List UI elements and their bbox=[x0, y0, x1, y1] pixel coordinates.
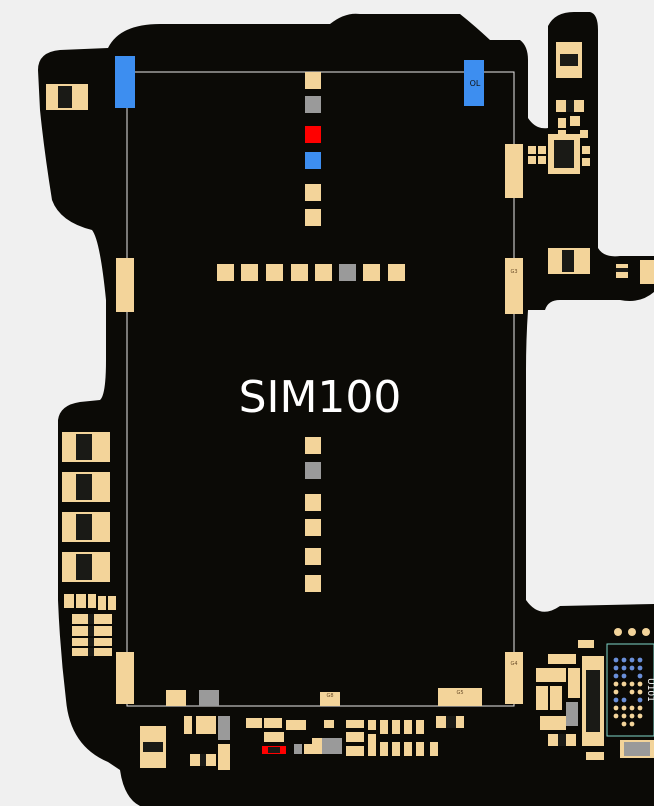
left-cap-stack bbox=[62, 432, 110, 582]
pad-top-1 bbox=[305, 72, 321, 89]
pad-g2-right-top bbox=[505, 144, 523, 198]
pad-bottom-edge-2 bbox=[199, 690, 219, 706]
pad-top-2 bbox=[305, 96, 321, 113]
pad-left-bottom bbox=[116, 652, 134, 704]
pad-bottom-6 bbox=[305, 575, 321, 592]
pad-row-3 bbox=[266, 264, 283, 281]
pad-blue-top-right bbox=[464, 60, 484, 106]
pad-g1-left bbox=[116, 258, 134, 312]
pad-row-2 bbox=[241, 264, 258, 281]
pad-row-7 bbox=[363, 264, 380, 281]
pad-blue-top-left bbox=[115, 56, 135, 108]
bottom-left-components bbox=[140, 716, 342, 770]
sim100-designator: SIM100 bbox=[239, 372, 402, 423]
cap-left-top-body bbox=[58, 86, 72, 108]
pcb-board bbox=[38, 12, 654, 806]
bottom-middle-passives bbox=[324, 716, 464, 756]
pad-label-g4: G4 bbox=[510, 661, 517, 667]
pad-top-5 bbox=[305, 184, 321, 201]
pad-top-red bbox=[305, 126, 321, 143]
pad-g8 bbox=[320, 692, 340, 706]
pad-label-g5: G5 bbox=[456, 690, 463, 696]
pad-g5 bbox=[438, 688, 482, 706]
pad-row-1 bbox=[217, 264, 234, 281]
pad-g4-right-bottom bbox=[505, 652, 523, 704]
pad-bottom-5 bbox=[305, 548, 321, 565]
pad-bottom-2 bbox=[305, 462, 321, 479]
pad-blue-label-ol: OL bbox=[470, 79, 481, 88]
pad-row-8 bbox=[388, 264, 405, 281]
pad-label-g8: G8 bbox=[326, 693, 333, 699]
bga-label-u101: U101 bbox=[645, 678, 654, 702]
pad-row-6 bbox=[339, 264, 356, 281]
pad-row-5 bbox=[315, 264, 332, 281]
left-small-passives bbox=[64, 594, 116, 656]
pad-bottom-edge-1 bbox=[166, 690, 186, 706]
top-right-components bbox=[528, 42, 654, 284]
pad-top-blue bbox=[305, 152, 321, 169]
bga-u101: U101 bbox=[606, 643, 654, 737]
pad-bottom-3 bbox=[305, 494, 321, 511]
pad-bottom-1 bbox=[305, 437, 321, 454]
pad-bottom-4 bbox=[305, 519, 321, 536]
pad-row-4 bbox=[291, 264, 308, 281]
pad-g3-right bbox=[505, 258, 523, 314]
lower-right-components bbox=[536, 628, 654, 760]
pad-label-g3: G3 bbox=[510, 269, 517, 275]
pad-top-6 bbox=[305, 209, 321, 226]
